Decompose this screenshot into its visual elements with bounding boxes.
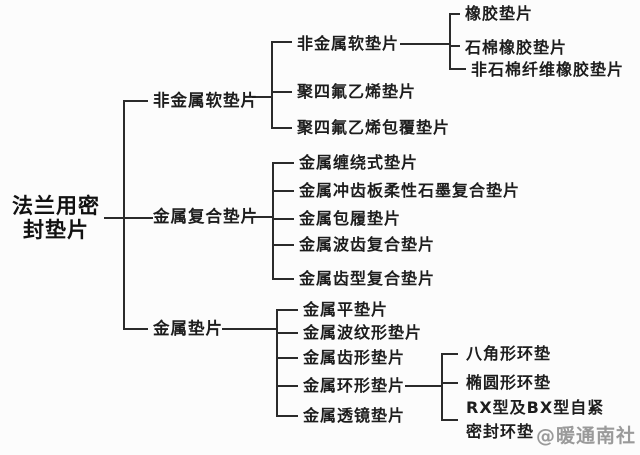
connector-line [273, 278, 294, 280]
connector-line [272, 41, 292, 43]
connector-line [273, 190, 294, 192]
node-root-line1: 法兰用密 [12, 194, 100, 218]
node-root-flange-sealing-gasket: 法兰用密 封垫片 [8, 194, 104, 242]
connector-line [277, 415, 298, 417]
connector-line [272, 91, 292, 93]
connector-line [222, 328, 277, 330]
node-metal-corrugated-gasket: 金属波纹形垫片 [303, 323, 423, 342]
connector-line [124, 328, 148, 330]
node-tooth-profile-composite-gasket: 金属齿型复合垫片 [299, 269, 436, 288]
connector-line [442, 382, 458, 384]
connector-line [441, 353, 443, 421]
connector-line [450, 68, 466, 70]
node-rx-bx-line2: 密封环垫 [466, 422, 535, 441]
connector-line [273, 244, 294, 246]
node-root-line2: 封垫片 [23, 218, 89, 242]
node-rx-bx-line1: RX型及BX型自紧 [466, 398, 605, 417]
connector-line [442, 419, 458, 421]
node-oval-ring-gasket: 椭圆形环垫 [466, 373, 552, 392]
connector-line [405, 385, 442, 387]
node-metal-jacketed-gasket: 金属包履垫片 [299, 209, 402, 228]
connector-line [277, 385, 298, 387]
node-ptfe-covered-gasket: 聚四氟乙烯包覆垫片 [297, 118, 451, 137]
node-octagonal-ring-gasket: 八角形环垫 [466, 344, 552, 363]
connector-line [449, 13, 451, 70]
connector-line [273, 218, 294, 220]
connector-line [400, 43, 450, 45]
node-ptfe-gasket: 聚四氟乙烯垫片 [297, 82, 417, 101]
node-spiral-wound-gasket: 金属缠绕式垫片 [299, 153, 419, 172]
node-non-metallic-soft-gasket-sub: 非金属软垫片 [297, 34, 400, 53]
node-metal-lens-gasket: 金属透镜垫片 [303, 406, 406, 425]
connector-line [123, 100, 125, 330]
node-metal-serrated-gasket: 金属齿形垫片 [303, 348, 406, 367]
connector-line [277, 357, 298, 359]
node-metal-composite-gasket: 金属复合垫片 [153, 207, 258, 226]
node-rubber-gasket: 橡胶垫片 [465, 4, 534, 23]
connector-line [272, 127, 292, 129]
connector-line [253, 216, 273, 218]
node-metal-gasket: 金属垫片 [153, 319, 223, 338]
connector-line [124, 100, 148, 102]
node-non-metallic-soft-gasket: 非金属软垫片 [153, 91, 258, 110]
connector-line [277, 332, 298, 334]
connector-line [271, 41, 273, 129]
connector-line [273, 162, 294, 164]
connector-line [442, 353, 458, 355]
watermark-text: @暖通南社 [536, 425, 637, 447]
node-metal-ring-gasket: 金属环形垫片 [303, 376, 406, 395]
node-asbestos-rubber-gasket: 石棉橡胶垫片 [465, 38, 568, 57]
connector-line [252, 96, 272, 98]
node-metal-flat-gasket: 金属平垫片 [303, 300, 389, 319]
node-serrated-graphite-composite-gasket: 金属冲齿板柔性石墨复合垫片 [299, 181, 521, 200]
connector-line [277, 309, 298, 311]
node-corrugated-tooth-composite-gasket: 金属波齿复合垫片 [299, 235, 436, 254]
connector-line [104, 217, 153, 219]
connector-line [276, 309, 278, 417]
node-rx-bx-self-tightening-ring-gasket: RX型及BX型自紧 密封环垫 [466, 396, 604, 444]
connector-line [272, 162, 274, 280]
connector-line [450, 13, 460, 15]
connector-line [450, 45, 460, 47]
node-non-asbestos-fiber-rubber-gasket: 非石棉纤维橡胶垫片 [471, 60, 625, 79]
